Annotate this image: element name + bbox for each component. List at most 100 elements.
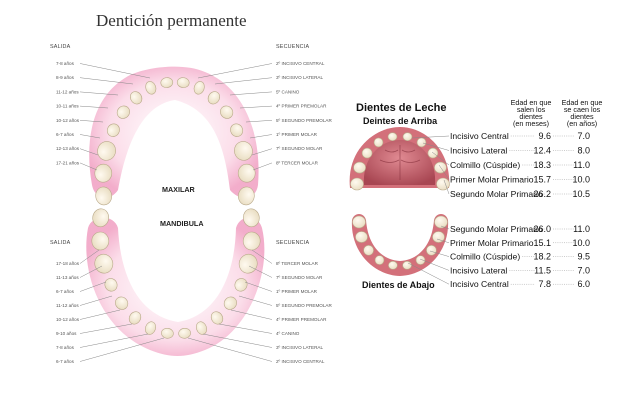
primary-tooth: [434, 161, 447, 174]
pointer-line: [407, 262, 450, 285]
upper-sequence-labels: 2º INCISIVO CENTRAL 3º INCISIVO LATERAL 5º…: [276, 61, 332, 165]
diagram-label: 8º TERCER MOLAR: [276, 261, 319, 266]
diagram-label: 2º INCISIVO CENTRAL: [276, 359, 325, 364]
guide-line: [79, 120, 104, 123]
guide-line: [245, 120, 273, 123]
primary-tooth: [402, 260, 412, 270]
diagram-label: 7-8 años: [56, 345, 75, 350]
pointer-line: [429, 250, 450, 257]
shed-value: 6.0: [577, 279, 590, 289]
guide-line: [79, 162, 98, 171]
shed-header-line: Edad en que: [562, 98, 603, 107]
tooth: [129, 91, 143, 105]
erupt-value: 26.2: [533, 189, 551, 199]
primary-tooth: [353, 161, 366, 174]
erupt-value: 9.6: [538, 131, 551, 141]
tooth: [106, 123, 120, 137]
diagram-label: 12-13 años: [56, 146, 80, 151]
diagram-label: 3º INCISIVO LATERAL: [276, 345, 323, 350]
primary-title: Dientes de Leche: [356, 102, 446, 114]
diagram-label: 17-18 años: [56, 261, 80, 266]
pointer-line: [443, 179, 450, 195]
primary-tooth: [434, 215, 448, 229]
diagram-label: 7º SEGUNDO MOLAR: [276, 275, 323, 280]
guide-line: [187, 337, 273, 362]
tooth: [234, 278, 248, 292]
tooth: [207, 91, 221, 105]
diagram-label: 17-21 años: [56, 160, 80, 165]
guide-line: [79, 281, 107, 292]
tooth-name: Incisivo Lateral: [450, 265, 507, 275]
shed-value: 11.0: [573, 224, 590, 234]
guide-line: [79, 63, 151, 79]
primary-lower-teeth: [352, 215, 448, 270]
upper-secuencia-header: SECUENCIA: [276, 44, 309, 50]
diagram-label: 11-12 años: [56, 89, 79, 94]
primary-tooth: [432, 231, 445, 243]
diagram-label: 9-10 años: [56, 331, 77, 336]
erupt-value: 26.0: [533, 224, 551, 234]
guide-line: [79, 77, 134, 85]
tooth: [95, 186, 113, 206]
tooth: [210, 311, 224, 325]
permanent-lower: MANDIBULA SALIDA SECUENCIA 17-18 años11-…: [50, 208, 332, 364]
diagram-label: 11-13 años: [56, 275, 79, 280]
tooth: [220, 105, 234, 119]
diagram-label: 2º INCISIVO CENTRAL: [276, 61, 325, 66]
shed-value: 10.0: [572, 238, 590, 248]
guide-line: [251, 148, 273, 156]
tooth-name: Incisivo Central: [450, 279, 509, 289]
primary-tooth: [427, 147, 439, 159]
pointer-line: [440, 225, 450, 230]
tooth-name: Colmillo (Cúspide): [450, 252, 520, 262]
diagram-label: 10-11 años: [56, 104, 79, 109]
tooth: [161, 327, 174, 339]
lower-secuencia-header: SECUENCIA: [276, 240, 309, 246]
upper-teeth: [94, 77, 256, 206]
mandibula-label: MANDIBULA: [160, 219, 204, 228]
tooth: [178, 327, 191, 339]
pointer-line: [422, 142, 450, 151]
diagram-label: 7-8 años: [56, 61, 75, 66]
shed-value: 7.0: [577, 265, 590, 275]
upper-guide-lines: [79, 63, 273, 171]
palate-ridges: [379, 145, 421, 180]
diagram-label: 8-9 años: [56, 75, 75, 80]
erupt-value: 18.2: [533, 252, 551, 262]
primary-tooth: [388, 260, 398, 270]
diagram-label: 1º PRIMER MOLAR: [276, 132, 318, 137]
guide-line: [79, 333, 149, 348]
tooth-name: Segundo Molar Primario: [450, 189, 543, 199]
diagram-label: 3º INCISIVO LATERAL: [276, 75, 323, 80]
diagram-label: 5º CANINO: [276, 89, 300, 94]
erupt-value: 11.5: [534, 265, 551, 275]
diagram-label: 4º CANINO: [276, 331, 300, 336]
shed-value: 7.0: [577, 131, 590, 141]
guide-line: [202, 333, 273, 348]
tooth: [176, 77, 190, 88]
primary-tooth: [402, 132, 413, 141]
guide-line: [252, 162, 273, 171]
erupt-value: 12.4: [533, 146, 551, 156]
guide-line: [218, 323, 273, 334]
guide-line: [79, 91, 119, 96]
upper-salida-header: SALIDA: [50, 44, 71, 50]
guide-line: [197, 63, 273, 79]
page-title: Dentición permanente: [96, 11, 247, 30]
erupt-header-line: salen los: [517, 105, 546, 114]
diagram-label: 4º PRIMER PREMOLAR: [276, 104, 327, 109]
diagram-label: 5º SEGUNDO PREMOLAR: [276, 118, 332, 123]
pointer-line: [436, 238, 450, 244]
shed-header-line: se caen los: [564, 105, 601, 114]
tooth: [145, 321, 156, 335]
shed-value: 11.0: [573, 160, 590, 170]
diagram-label: 6-7 años: [56, 289, 75, 294]
shed-header-line: (en años): [567, 119, 597, 128]
primary-upper-title: Deintes de Arriba: [363, 116, 438, 126]
shed-value: 8.0: [577, 146, 590, 156]
diagram-label: 8º TERCER MOLAR: [276, 160, 319, 165]
